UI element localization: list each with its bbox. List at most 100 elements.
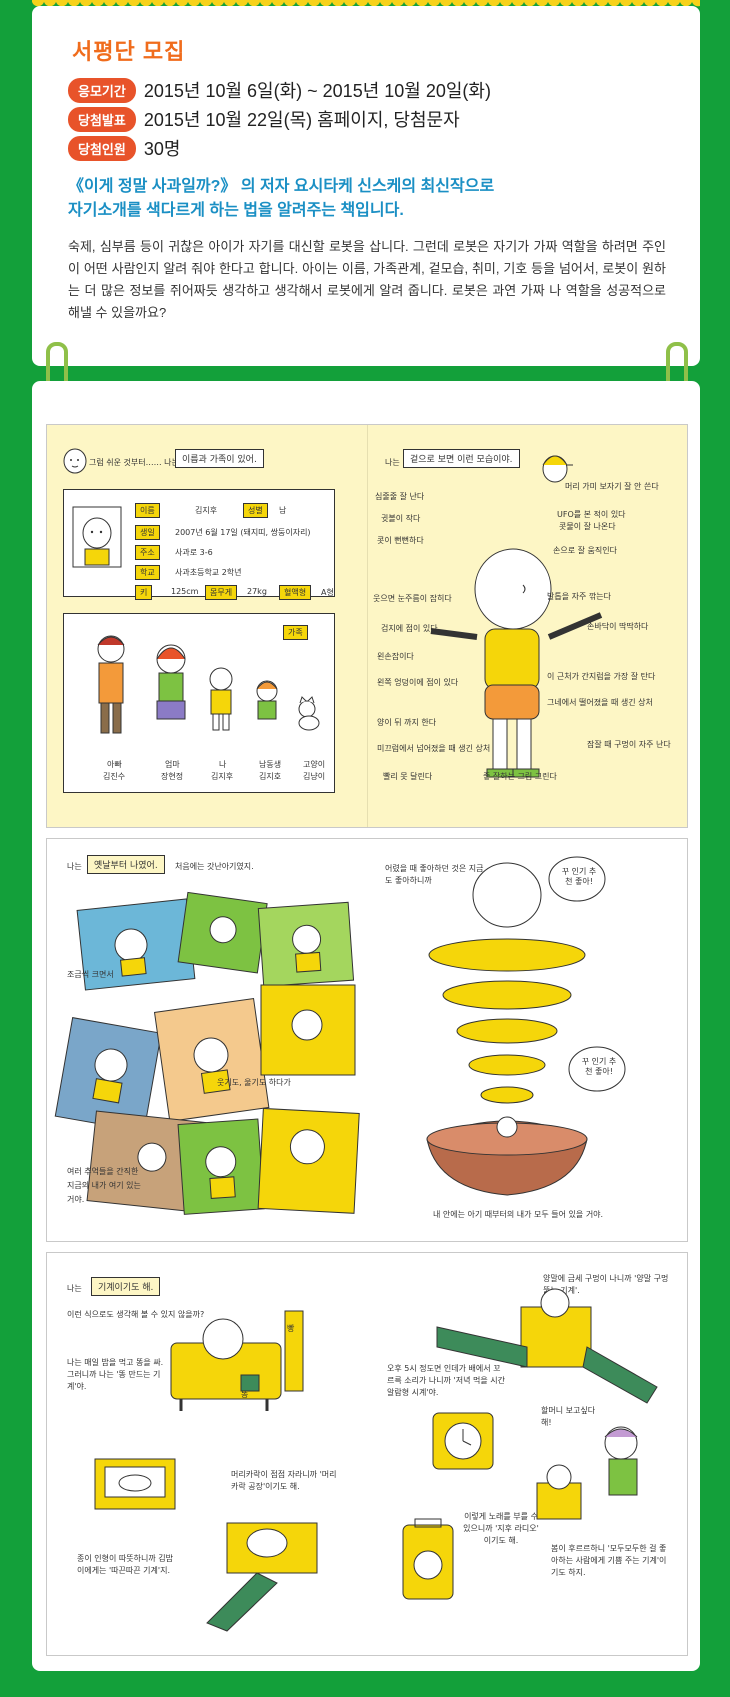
clock-robot-illustration [432, 1412, 494, 1470]
note-6: 이렇게 노래를 부를 수 있으니까 '지후 라디오' 이기도 해. [463, 1512, 539, 1545]
right-intro: 나는 [385, 458, 400, 467]
speech-bubble-1 [548, 856, 606, 902]
right-caption: 내 안에는 아기 때부터의 내가 모두 들어 있을 거야. [433, 1210, 604, 1219]
left-intro: 나는 [67, 862, 82, 871]
family-name-4: 김냥이 [303, 772, 326, 781]
family-role-1: 엄마 [165, 760, 180, 769]
caption-memory: 여러 추억들을 간직한 지금의 내가 여기 있는 거야. [67, 1167, 141, 1204]
radio-illustration [402, 1518, 454, 1600]
note-8: 봄이 후르르하니 '모두모두한 걸 좋아하는 사람에게 기쁨 주는 기계'이기도… [551, 1544, 667, 1577]
caption-grow: 조금씩 크면서 [67, 970, 114, 979]
family-role-3: 남동생 [259, 760, 282, 769]
hug-machine-illustration [536, 1464, 582, 1520]
left-intro-2: 이런 식으로도 생각해 볼 수 있지 않을까? [67, 1310, 205, 1319]
announce-value: 2015년 10월 22일(목) 홈페이지, 당첨문자 [143, 110, 460, 130]
description-text: 숙제, 심부름 등이 귀찮은 아이가 자기를 대신할 로봇을 삽니다. 그런데 … [68, 239, 666, 320]
note-left-5: 왼손잡이다 [377, 652, 414, 661]
left-tag: 이름과 가족이 있어. [175, 449, 264, 468]
label-pipe: 빵 [287, 1324, 295, 1333]
left-intro: 나는 [67, 1284, 82, 1293]
note-5: 오후 5시 정도면 인데가 배에서 꼬르륵 소리가 나니까 '저녁 먹을 시간 … [387, 1364, 505, 1397]
nesting-kid-illustration [426, 862, 588, 1196]
cap-kid-icon [542, 455, 573, 483]
height-value: 125cm [171, 587, 199, 596]
sock-machine-illustration [436, 1288, 658, 1404]
birth-value: 2007년 6월 17일 (돼지띠, 쌍둥이자리) [175, 528, 311, 537]
book-spread-3: 나는 기계이기도 해. 이런 식으로도 생각해 볼 수 있지 않을까? 나는 매… [46, 1252, 688, 1656]
family-label: 가족 [283, 625, 308, 640]
weight-value: 27kg [247, 587, 267, 596]
bubble-2-text: 꾸 인기 추천 좋아! [581, 1057, 617, 1076]
family-name-0: 김진수 [103, 772, 126, 781]
family-role-4: 고양이 [303, 760, 326, 769]
note-right-0: 머리 가미 보자기 잘 안 쓴다 [565, 482, 659, 491]
note-right-7: 그네에서 떨어졌을 때 생긴 상처 [547, 698, 653, 707]
bubble-1-text: 꾸 인기 추천 좋아! [561, 867, 597, 886]
note-left-8: 미끄럼에서 넘어졌을 때 생긴 상처 [377, 744, 491, 753]
name-label: 이름 [135, 503, 160, 518]
intro-line-1: 《이게 정말 사과일까?》 의 저자 요시타케 신스케의 최신작으로 [68, 178, 495, 195]
winners-value: 30명 [143, 139, 181, 159]
note-right-1: UFO를 본 적이 있다 [557, 510, 626, 519]
intro-text: 《이게 정말 사과일까?》 의 저자 요시타케 신스케의 최신작으로 자기소개를… [68, 175, 668, 223]
info-row-announce: 당첨발표 2015년 10월 22일(목) 홈페이지, 당첨문자 [68, 106, 460, 132]
family-name-1: 장현정 [161, 772, 184, 781]
left-intro: 그럼 쉬운 것부터…… 나는 [89, 458, 179, 467]
note-right-3: 손으로 잘 움직인다 [553, 546, 617, 555]
kid-face-icon [63, 448, 87, 474]
hair-factory-illustration [206, 1522, 318, 1632]
gender-label: 성별 [243, 503, 268, 518]
baby-growth-illustration [54, 891, 360, 1215]
addr-value: 사과로 3-6 [175, 548, 213, 557]
family-name-2: 김지후 [211, 772, 234, 781]
note-right-2: 콧물이 잘 나온다 [559, 522, 616, 531]
announce-badge: 당첨발표 [68, 106, 136, 132]
gender-value: 남 [279, 506, 287, 515]
school-value: 사과초등학교 2학년 [175, 568, 242, 577]
speech-bubble-2 [568, 1046, 626, 1092]
note-left-1: 귓볼이 작다 [381, 514, 421, 523]
caption-laugh: 웃기도, 울기도 하다가 [217, 1078, 291, 1087]
note-right-4: 발톱을 자주 깎는다 [547, 592, 611, 601]
kid-body-illustration [430, 548, 603, 778]
info-row-winners: 당첨인원 30명 [68, 135, 181, 161]
page-title: 서평단 모집 [72, 39, 186, 64]
left-tag: 기계이기도 해. [91, 1277, 161, 1296]
note-left-2: 콧이 뻔뻔하다 [377, 536, 424, 545]
family-name-3: 김지호 [259, 772, 282, 781]
birth-label: 생일 [135, 525, 160, 540]
poop-machine-illustration [170, 1310, 304, 1411]
intro-line-2: 자기소개를 색다르게 하는 법을 알려주는 책입니다. [68, 202, 404, 219]
note-left-3: 웃으면 눈주름이 잡히다 [373, 594, 452, 603]
note-right-6: 이 근처가 간지럼을 가장 잘 탄다 [547, 672, 656, 681]
note-left-7: 양이 뒤 까지 한다 [377, 718, 437, 727]
bottom-note: 좋 잘하는 그림 그린다 [483, 772, 557, 781]
note-left-6: 왼쪽 엉덩이에 점이 있다 [377, 678, 459, 687]
period-badge: 응모기간 [68, 77, 136, 103]
profile-photo [72, 506, 122, 568]
left-intro-2: 처음에는 갓난아기였지. [175, 862, 254, 871]
school-label: 학교 [135, 565, 160, 580]
note-left-9: 빨리 못 달린다 [383, 772, 433, 781]
info-card [32, 6, 700, 366]
page-fold [367, 425, 368, 827]
blood-value: A형 [321, 588, 334, 597]
blood-label: 혈액형 [279, 585, 312, 600]
warm-machine-illustration [94, 1458, 176, 1510]
left-tag: 옛날부터 나였어. [87, 855, 165, 874]
note-7: 할머니 보고싶다 해! [541, 1406, 596, 1427]
label-poop: 똥 [241, 1390, 249, 1399]
note-right-5: 손바닥이 딱딱하다 [587, 622, 649, 631]
note-1: 나는 매일 밥을 먹고 똥을 싸. 그러니까 나는 '똥 만드는 기계'야. [67, 1358, 164, 1391]
addr-label: 주소 [135, 545, 160, 560]
family-role-0: 아빠 [107, 760, 122, 769]
weight-label: 몸무게 [205, 585, 238, 600]
height-label: 키 [135, 585, 153, 600]
note-right-8: 잠잘 때 구멍이 자주 난다 [587, 740, 671, 749]
name-value: 김지후 [195, 506, 218, 515]
info-row-period: 응모기간 2015년 10월 6일(화) ~ 2015년 10월 20일(화) [68, 77, 491, 103]
book-spread-2: 나는 옛날부터 나였어. 처음에는 갓난아기였지. 조금씩 크면서 웃기도, 울… [46, 838, 688, 1242]
family-illustration [97, 635, 320, 734]
right-tag: 겉으로 보면 이런 모습이야. [403, 449, 520, 468]
note-2: 종이 인형이 따뜻하니까 김밥이에게는 '따끈따끈 기계'지. [77, 1554, 173, 1575]
